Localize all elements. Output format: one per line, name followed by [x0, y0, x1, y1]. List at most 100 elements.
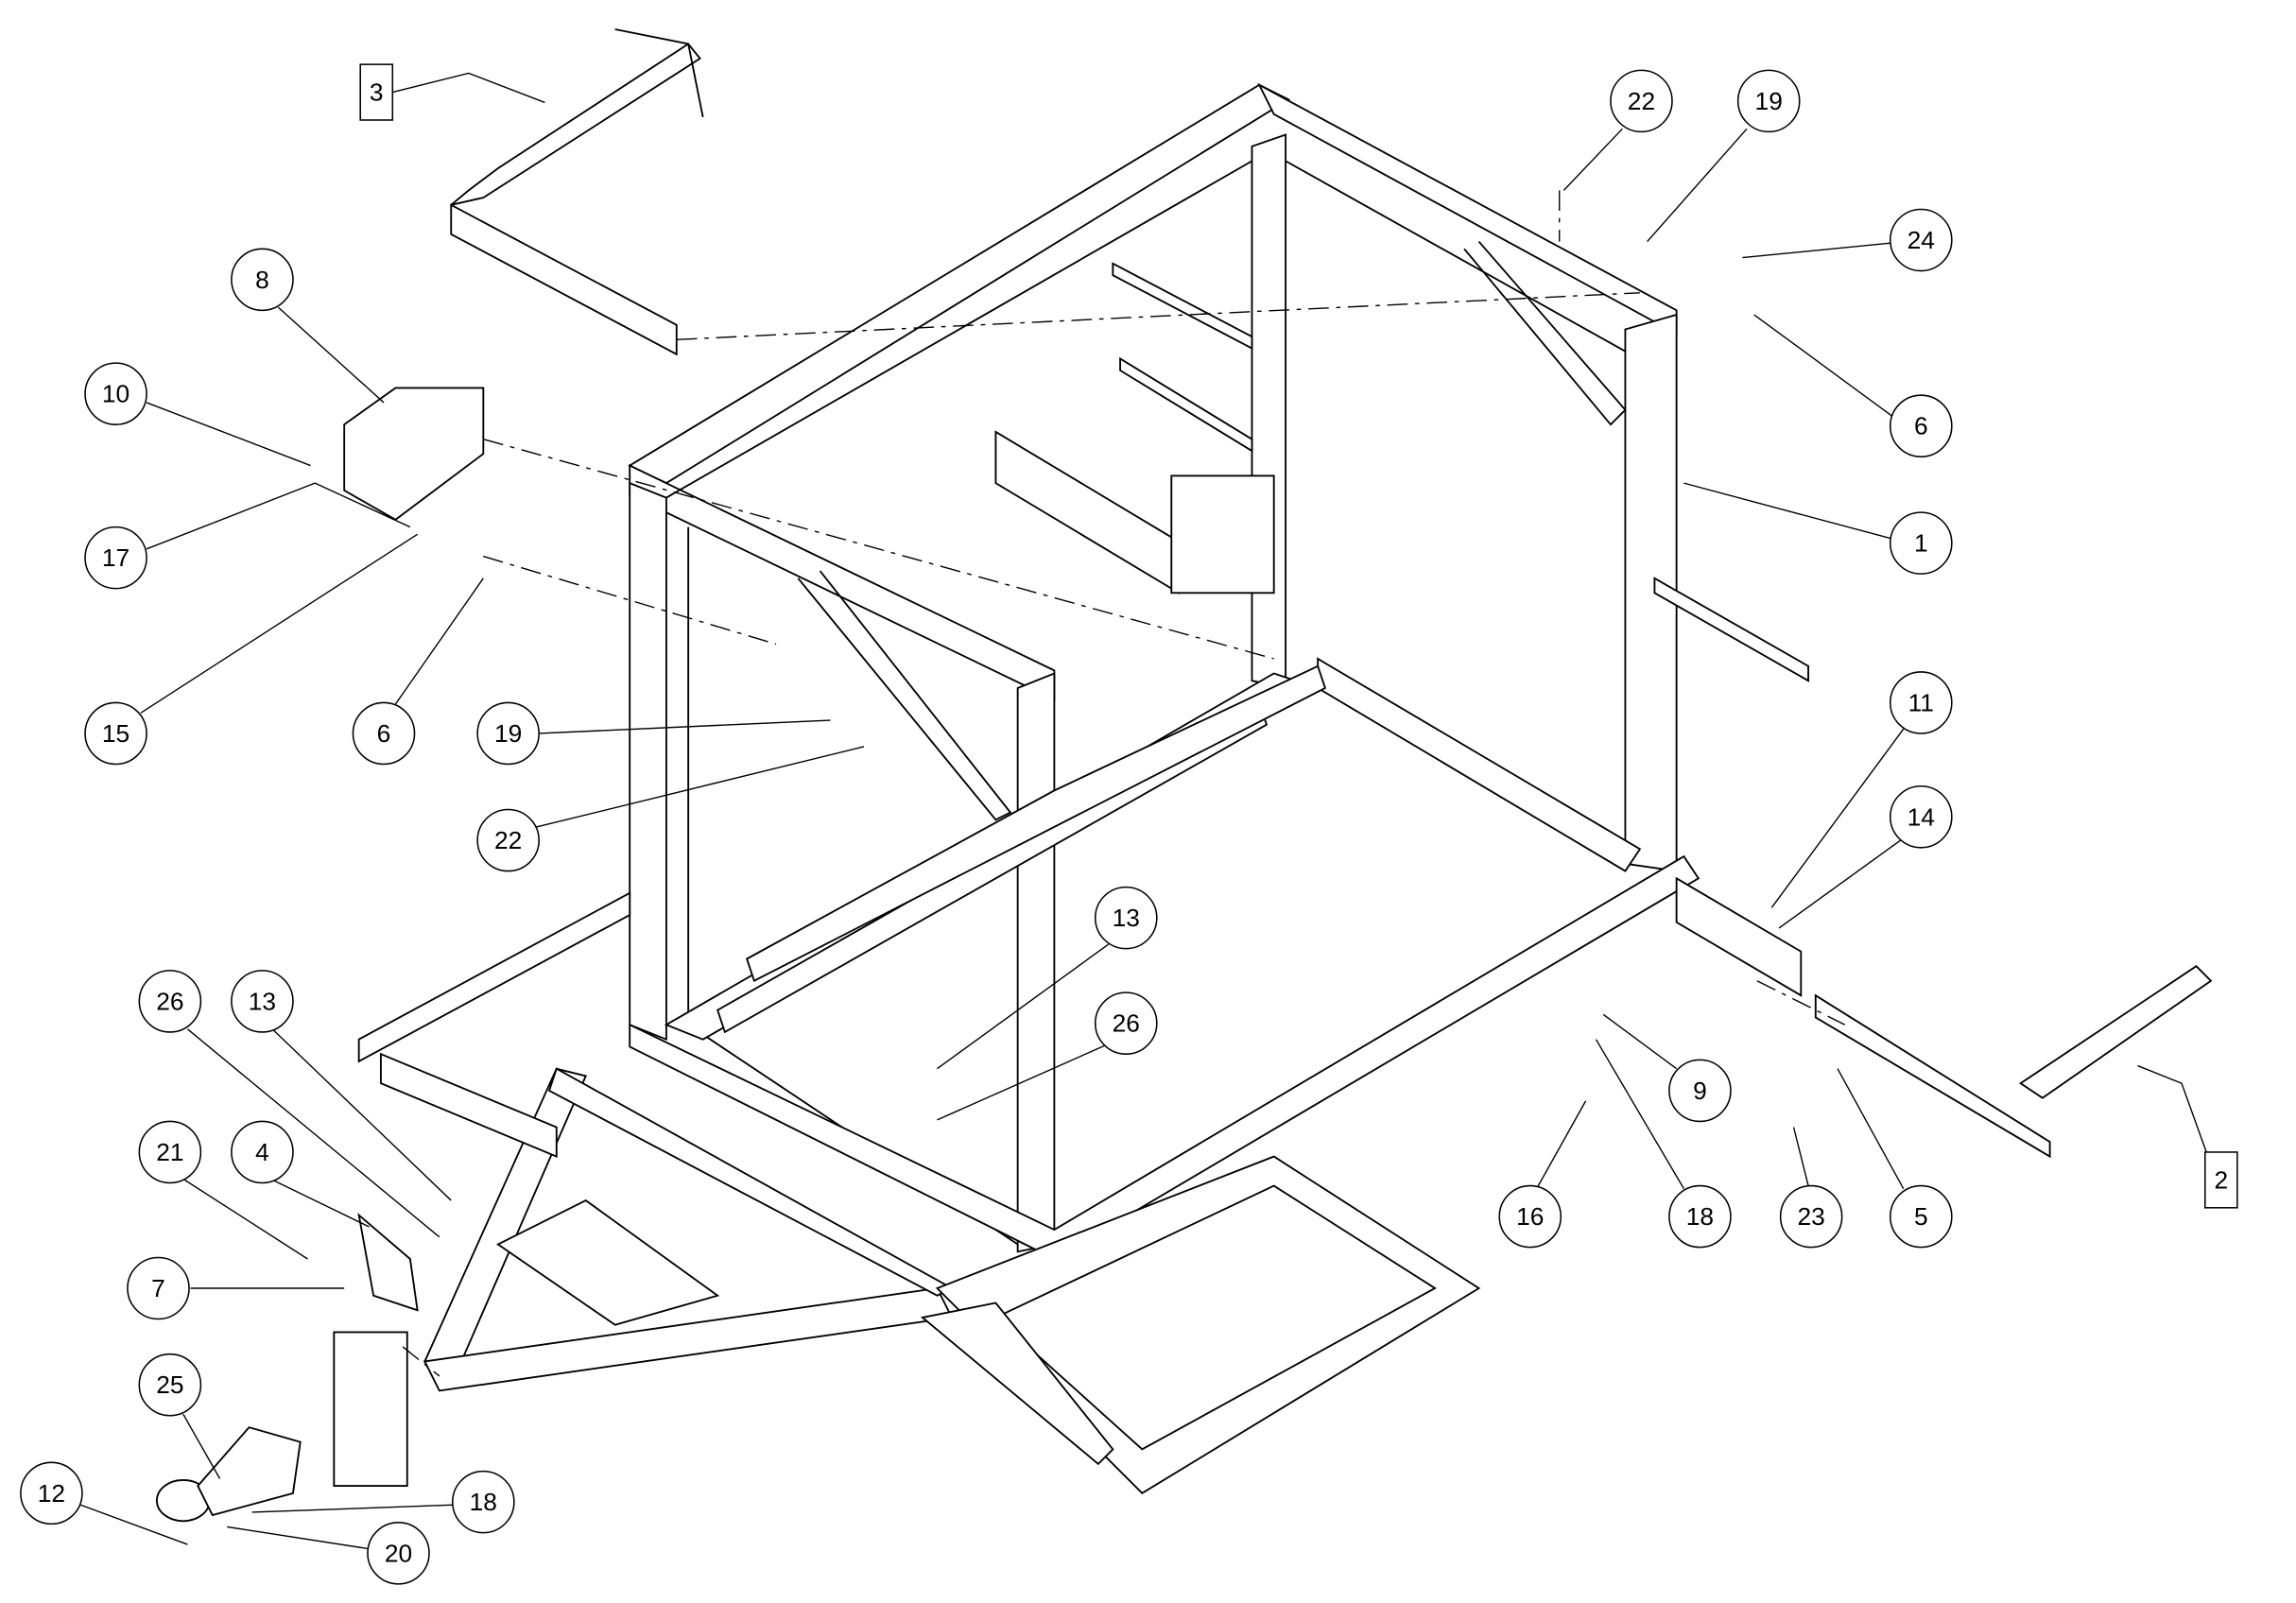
- callout-number: 10: [102, 380, 129, 408]
- callout-20: 4: [231, 1120, 294, 1184]
- callout-3: 24: [1889, 208, 1953, 272]
- callout-number: 5: [1914, 1202, 1928, 1231]
- callout-0: 3: [359, 63, 394, 121]
- callout-10: 6: [352, 701, 416, 766]
- callout-shape: [1779, 1184, 1843, 1249]
- callout-21: 9: [1668, 1059, 1732, 1123]
- callout-shape: [84, 701, 147, 766]
- callout-number: 22: [1628, 87, 1655, 115]
- callout-number: 9: [1693, 1077, 1707, 1105]
- callout-shape: [127, 1256, 190, 1320]
- callout-5: 10: [84, 362, 147, 425]
- callout-shape: [476, 701, 540, 766]
- callout-number: 2: [2214, 1165, 2228, 1194]
- callout-15: 13: [1094, 886, 1158, 950]
- callout-shape: [359, 63, 394, 121]
- callout-17: 13: [231, 970, 294, 1033]
- callout-number: 21: [156, 1138, 183, 1166]
- callout-number: 13: [1113, 904, 1140, 932]
- callout-shape: [2204, 1151, 2238, 1209]
- callout-1: 22: [1610, 69, 1673, 133]
- callout-number: 26: [156, 987, 183, 1015]
- callout-8: 17: [84, 526, 147, 590]
- callout-shape: [231, 1120, 294, 1184]
- callout-shape: [231, 248, 294, 312]
- callout-number: 12: [38, 1479, 65, 1508]
- callout-number: 22: [494, 826, 522, 854]
- callout-29: 18: [452, 1470, 515, 1534]
- callout-shape: [20, 1461, 83, 1525]
- callout-shape: [1889, 671, 1953, 734]
- callout-number: 26: [1113, 1009, 1140, 1038]
- callout-number: 16: [1516, 1202, 1544, 1231]
- callout-19: 21: [138, 1120, 202, 1184]
- callout-30: 12: [20, 1461, 83, 1525]
- callout-shape: [367, 1522, 430, 1585]
- callout-number: 15: [102, 719, 129, 748]
- callout-number: 8: [255, 266, 269, 294]
- callout-bubbles: 3 22 19 24 8 10 6 1 17 15 6 19 22 11 14 13 26 13 26 21 4 9 7 16…: [20, 63, 2238, 1585]
- callout-number: 25: [156, 1370, 183, 1399]
- leader-lines: [80, 72, 2209, 1550]
- callout-number: 18: [1686, 1202, 1714, 1231]
- callout-shape: [352, 701, 416, 766]
- callout-shape: [1610, 69, 1673, 133]
- callout-shape: [1498, 1184, 1562, 1249]
- callout-shape: [1668, 1184, 1732, 1249]
- callout-25: 23: [1779, 1184, 1843, 1249]
- callout-shape: [1094, 886, 1158, 950]
- callout-shape: [138, 970, 202, 1033]
- callout-number: 19: [494, 719, 522, 748]
- callout-shape: [1889, 394, 1953, 458]
- callout-16: 26: [138, 970, 202, 1033]
- callout-number: 17: [102, 543, 129, 572]
- callout-28: 25: [138, 1353, 202, 1417]
- callout-9: 15: [84, 701, 147, 766]
- callout-number: 4: [255, 1138, 269, 1166]
- callout-number: 20: [385, 1539, 412, 1567]
- callout-27: 2: [2204, 1151, 2238, 1209]
- callout-shape: [1889, 1184, 1953, 1249]
- callout-number: 6: [1914, 412, 1928, 440]
- callout-shape: [1889, 784, 1953, 849]
- callout-shape: [1736, 69, 1801, 133]
- callout-number: 11: [1908, 688, 1934, 716]
- callout-number: 18: [470, 1488, 497, 1516]
- callout-22: 7: [127, 1256, 190, 1320]
- callout-number: 23: [1797, 1202, 1824, 1231]
- callout-11: 19: [476, 701, 540, 766]
- callout-shape: [1668, 1059, 1732, 1123]
- callout-shape: [476, 808, 540, 872]
- callout-26: 5: [1889, 1184, 1953, 1249]
- callout-number: 1: [1914, 529, 1928, 558]
- callout-number: 19: [1755, 87, 1783, 115]
- callout-7: 1: [1889, 511, 1953, 575]
- callout-6: 6: [1889, 394, 1953, 458]
- callout-shape: [138, 1353, 202, 1417]
- callout-number: 3: [370, 78, 384, 107]
- callout-14: 14: [1889, 784, 1953, 849]
- callout-number: 6: [377, 719, 391, 748]
- callout-number: 14: [1908, 802, 1935, 831]
- callout-number: 7: [151, 1274, 165, 1302]
- callout-4: 8: [231, 248, 294, 312]
- callout-shape: [84, 526, 147, 590]
- callout-shape: [138, 1120, 202, 1184]
- center-lines: [402, 190, 1846, 1377]
- callout-number: 13: [249, 987, 276, 1015]
- callout-shape: [1889, 511, 1953, 575]
- callout-24: 18: [1668, 1184, 1732, 1249]
- callout-12: 22: [476, 808, 540, 872]
- callout-2: 19: [1736, 69, 1801, 133]
- callout-number: 24: [1908, 226, 1935, 254]
- callout-shape: [1889, 208, 1953, 272]
- callout-31: 20: [367, 1522, 430, 1585]
- callout-shape: [452, 1470, 515, 1534]
- frame-drawing: [155, 28, 2213, 1523]
- callout-23: 16: [1498, 1184, 1562, 1249]
- callout-13: 11: [1889, 671, 1953, 734]
- callout-18: 26: [1094, 991, 1158, 1055]
- callout-shape: [231, 970, 294, 1033]
